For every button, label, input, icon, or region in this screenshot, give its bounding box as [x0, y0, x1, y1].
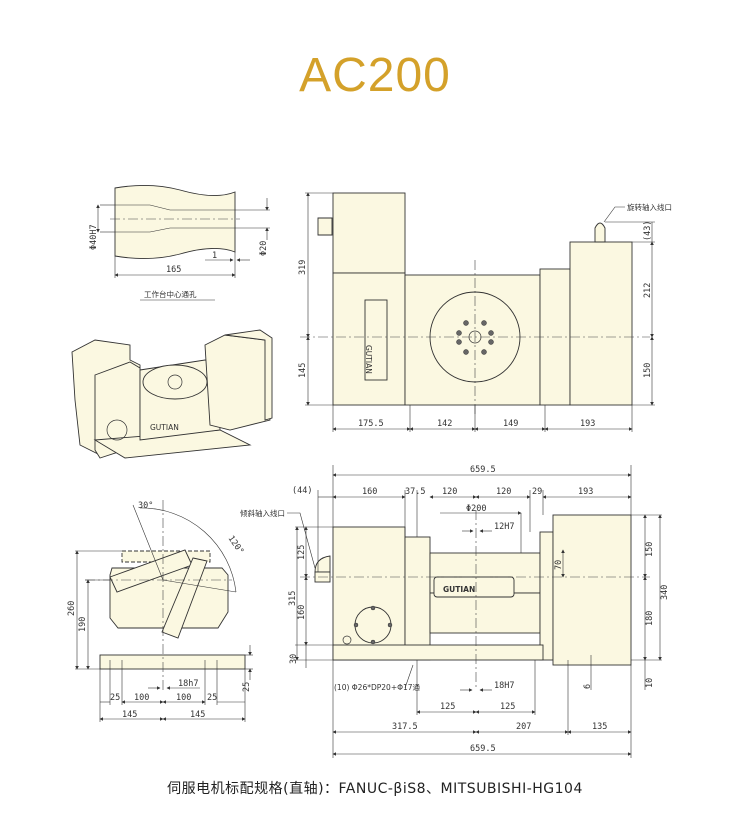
top-view	[300, 192, 655, 432]
dim-37-5: 37.5	[405, 487, 425, 497]
dim-25a: 25	[110, 693, 120, 703]
rotary-port-label: 旋转轴入线口	[627, 202, 672, 212]
dim-149: 149	[503, 419, 518, 429]
dim-145b: 145	[190, 710, 205, 720]
dim-207: 207	[516, 722, 531, 732]
dim-30: 30	[289, 654, 299, 664]
dim-659-5-top: 659.5	[470, 465, 496, 475]
dim-bore: Φ40H7	[89, 224, 99, 250]
dim-175-5: 175.5	[358, 419, 384, 429]
tilt-view	[75, 500, 253, 722]
mount-hole-note: (10) Φ26*DP20+Φ17通	[334, 682, 421, 692]
servo-spec-caption: 伺服电机标配规格(直轴)：FANUC-βiS8、MITSUBISHI-HG104	[167, 781, 583, 797]
dim-25b: 25	[207, 693, 217, 703]
dim-180: 180	[645, 611, 655, 626]
front-view: GUTIAN	[287, 465, 662, 758]
isometric-view: GUTIAN	[71, 329, 273, 459]
top-logo: GUTIAN	[364, 345, 373, 374]
dim-142: 142	[437, 419, 452, 429]
dim-table-dia: Φ200	[466, 504, 486, 514]
dim-125b: 125	[500, 702, 515, 712]
dim-317-5: 317.5	[392, 722, 418, 732]
dim-212: 212	[643, 283, 653, 298]
dim-70: 70	[554, 560, 564, 570]
dim-12h7: 12H7	[494, 522, 514, 532]
dim-125-v: 125	[297, 545, 307, 560]
through-hole-caption: 工作台中心通孔	[144, 289, 197, 299]
dim-315: 315	[288, 591, 298, 606]
dim-inner: Φ20	[259, 241, 269, 256]
dim-step: 1	[212, 251, 217, 261]
angle-120: 120°	[226, 534, 246, 557]
dim-135: 135	[592, 722, 607, 732]
tilt-port-label: 倾斜轴入线口	[240, 508, 285, 518]
dim-193-front: 193	[578, 487, 593, 497]
dim-120b: 120	[496, 487, 511, 497]
dim-145a: 145	[122, 710, 137, 720]
dim-340: 340	[660, 585, 670, 600]
dim-29: 29	[532, 487, 542, 497]
angle-30: 30°	[138, 501, 153, 511]
dim-100a: 100	[134, 693, 149, 703]
iso-logo: GUTIAN	[150, 423, 179, 432]
dim-150: 150	[643, 363, 653, 378]
dim-120a: 120	[442, 487, 457, 497]
dim-193: 193	[580, 419, 595, 429]
product-title: AC200	[299, 49, 451, 102]
dim-43: (43)	[643, 221, 653, 241]
dim-length: 165	[166, 265, 181, 275]
through-hole-view	[96, 184, 270, 301]
dim-160: 160	[362, 487, 377, 497]
dim-125a: 125	[440, 702, 455, 712]
dim-6: 6	[583, 684, 593, 689]
dim-260: 260	[67, 601, 77, 616]
dim-18H7: 18H7	[494, 681, 514, 691]
dim-44: (44)	[292, 486, 312, 496]
dim-190: 190	[78, 617, 88, 632]
dim-150-r: 150	[645, 542, 655, 557]
dim-18h7: 18h7	[178, 679, 198, 689]
dim-100b: 100	[176, 693, 191, 703]
dim-319: 319	[298, 260, 308, 275]
dim-145: 145	[298, 363, 308, 378]
dim-160-v: 160	[297, 605, 307, 620]
dim-659-5-bottom: 659.5	[470, 744, 496, 754]
dim-25-base: 25	[242, 682, 252, 692]
front-logo: GUTIAN	[443, 585, 475, 594]
dim-10: 10	[645, 678, 655, 688]
